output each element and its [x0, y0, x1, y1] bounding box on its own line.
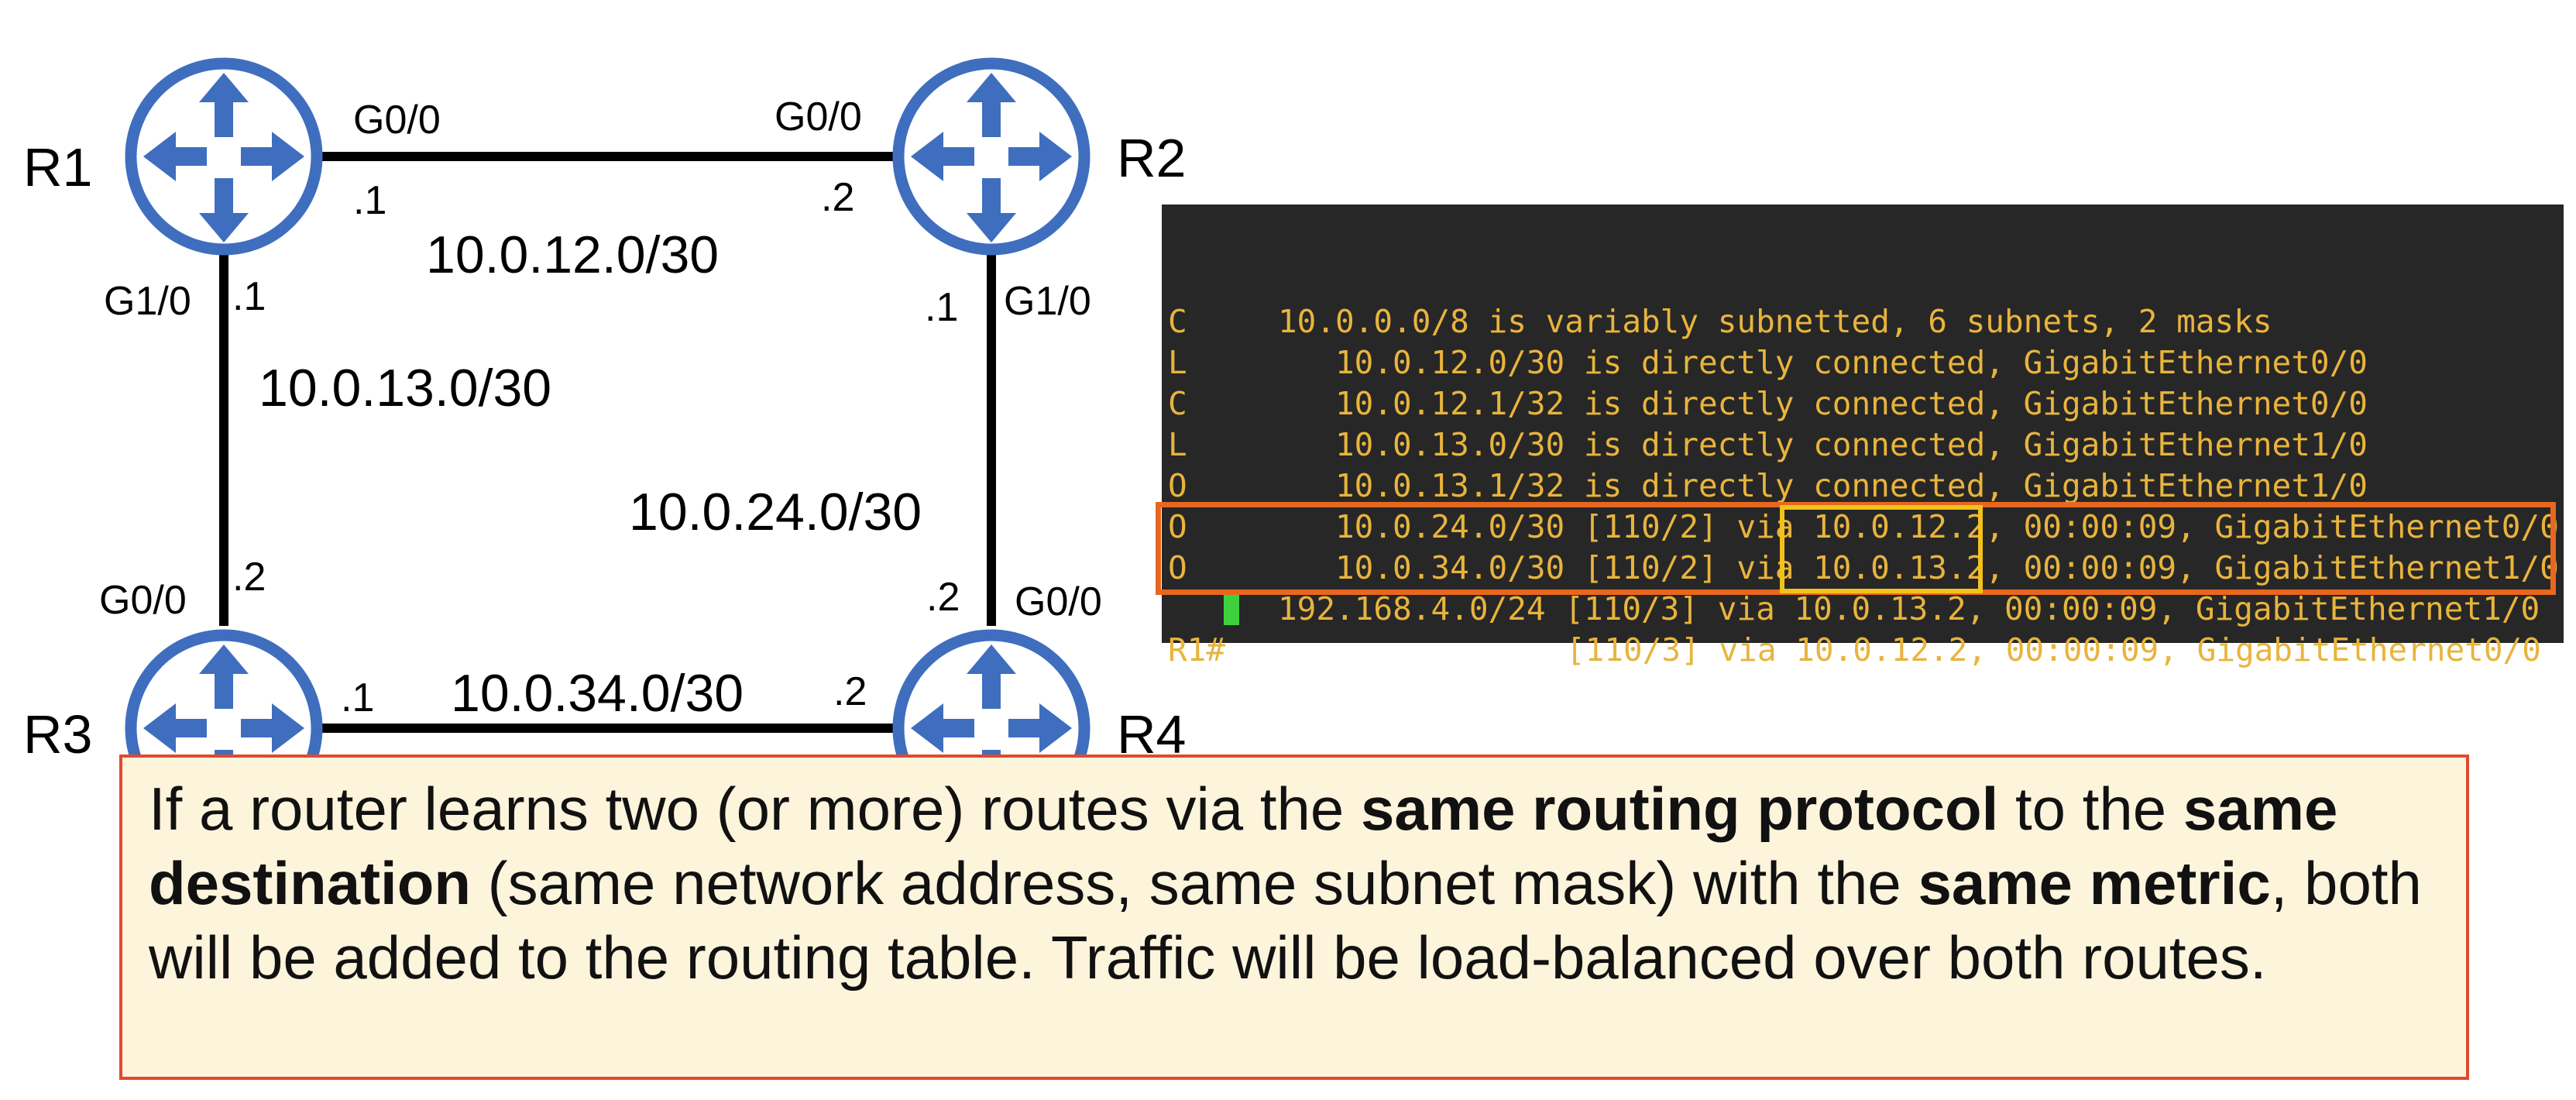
terminal-prompt: R1# — [1168, 631, 1226, 669]
terminal-cursor — [1224, 594, 1239, 625]
route-code: O — [1168, 549, 1187, 586]
route-code: O — [1168, 467, 1187, 504]
route-code: L — [1168, 344, 1187, 381]
network-label-r1-r3: 10.0.13.0/30 — [259, 359, 551, 418]
terminal-line: 10.0.0.0/8 is variably subnetted, 6 subn… — [1162, 219, 2564, 340]
route-text: 10.0.24.0/30 [110/2] via 10.0.12.2, 00:0… — [1335, 508, 2559, 545]
r1-g0-0-host-label: .1 — [353, 178, 386, 223]
r3-host-label: .1 — [341, 675, 374, 720]
network-label-r3-r4: 10.0.34.0/30 — [451, 664, 744, 723]
route-code: C — [1168, 385, 1187, 422]
network-label-r1-r2: 10.0.12.0/30 — [426, 225, 719, 284]
r2-g1-0-host-label: .1 — [925, 285, 958, 330]
router-r1-name: R1 — [23, 137, 92, 198]
terminal-line: O 10.0.34.0/30 [110/2] via 10.0.13.2, 00… — [1162, 466, 2564, 586]
route-code: L — [1168, 426, 1187, 463]
route-text: 192.168.4.0/24 [110/3] via 10.0.13.2, 00… — [1278, 590, 2540, 627]
r1-g1-0-host-label: .1 — [232, 274, 266, 319]
route-text: 10.0.0.0/8 is variably subnetted, 6 subn… — [1278, 303, 2272, 340]
terminal-line: C 10.0.12.0/30 is directly connected, Gi… — [1162, 260, 2564, 381]
terminal-line: L 10.0.12.1/32 is directly connected, Gi… — [1162, 301, 2564, 422]
route-text: 10.0.12.0/30 is directly connected, Giga… — [1335, 344, 2368, 381]
load-balancing-callout: If a router learns two (or more) routes … — [119, 755, 2469, 1080]
r3-g0-0-host-label: .2 — [232, 555, 266, 600]
route-code: O — [1168, 508, 1187, 545]
r2-g1-0-iface-label: G1/0 — [1004, 279, 1091, 324]
r1-g0-0-iface-label: G0/0 — [353, 98, 441, 143]
network-label-r2-r4: 10.0.24.0/30 — [629, 483, 922, 541]
r4-g0-0-host-label: .2 — [926, 575, 960, 620]
r4-g0-0-iface-label: G0/0 — [1015, 579, 1102, 624]
route-code: C — [1168, 303, 1187, 340]
route-text: 10.0.34.0/30 [110/2] via 10.0.13.2, 00:0… — [1335, 549, 2559, 586]
terminal-line: L 10.0.13.1/32 is directly connected, Gi… — [1162, 383, 2564, 504]
r3-g0-0-iface-label: G0/0 — [99, 578, 187, 623]
terminal-line: O 10.0.24.0/30 [110/2] via 10.0.12.2, 00… — [1162, 425, 2564, 545]
r2-g0-0-iface-label: G0/0 — [775, 95, 862, 139]
terminal-prompt-line: R1# — [1162, 589, 2564, 669]
r4-host-label: .2 — [833, 669, 867, 714]
router-r2-icon — [898, 64, 1084, 249]
r2-g0-0-host-label: .2 — [821, 175, 854, 220]
router-r2-name: R2 — [1117, 128, 1186, 188]
r1-g1-0-iface-label: G1/0 — [104, 279, 191, 324]
terminal-line: [110/3] via 10.0.12.2, 00:00:09, Gigabit… — [1162, 548, 2564, 669]
route-text: [110/3] via 10.0.12.2, 00:00:09, Gigabit… — [1566, 631, 2541, 669]
route-text: 10.0.13.1/32 is directly connected, Giga… — [1335, 467, 2368, 504]
terminal-line: C 10.0.13.0/30 is directly connected, Gi… — [1162, 342, 2564, 463]
router-r3-name: R3 — [23, 704, 92, 765]
next-hop-highlight — [1780, 505, 1983, 593]
routing-table-terminal: 10.0.0.0/8 is variably subnetted, 6 subn… — [1156, 205, 2564, 669]
route-text: 10.0.12.1/32 is directly connected, Giga… — [1335, 385, 2368, 422]
router-r1-icon — [131, 64, 317, 249]
route-text: 10.0.13.0/30 is directly connected, Giga… — [1335, 426, 2368, 463]
callout-text: If a router learns two (or more) routes … — [149, 775, 2422, 992]
terminal-line: O 192.168.4.0/24 [110/3] via 10.0.13.2, … — [1162, 507, 2564, 627]
